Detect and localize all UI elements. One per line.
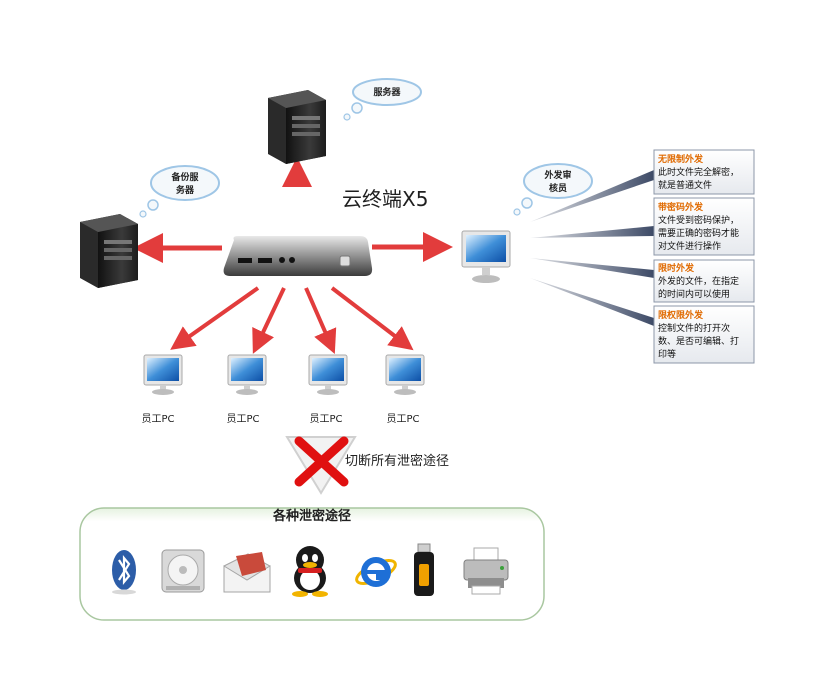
note-1-head: 无限制外发	[657, 153, 704, 165]
server-tower	[268, 90, 326, 164]
note-2-line-1: 文件受到密码保护，	[658, 214, 739, 226]
note-3: 限时外发 外发的文件，在指定 的时间内可以使用	[653, 259, 755, 303]
note-2: 带密码外发 文件受到密码保护， 需要正确的密码才能 对文件进行操作	[653, 197, 755, 256]
qq-icon	[292, 546, 328, 597]
audit-monitor	[461, 230, 511, 283]
pc-1-label: 员工PC	[141, 413, 174, 425]
note-beams	[530, 170, 654, 326]
note-4-head: 限权限外发	[658, 309, 704, 321]
device-title: 云终端X5	[342, 187, 428, 211]
panel-title: 各种泄密途径	[272, 508, 351, 524]
backup-label-line-1: 备份服	[170, 171, 199, 183]
usb-drive-icon	[414, 543, 434, 596]
arrow-to-pc-2	[252, 287, 286, 354]
email-icon	[223, 552, 271, 593]
leak-channels-panel: 各种泄密途径	[79, 507, 545, 621]
backup-label-line-2: 务器	[176, 184, 195, 196]
backup-server-tower	[80, 214, 138, 288]
note-3-line-1: 外发的文件，在指定	[658, 275, 739, 287]
bluetooth-icon	[112, 550, 136, 595]
note-1-line-1: 此时文件完全解密，	[658, 166, 739, 178]
printer-icon	[463, 547, 509, 595]
note-2-line-3: 对文件进行操作	[658, 240, 721, 252]
cut-off-indicator: 切断所有泄密途径	[285, 436, 449, 495]
pc-3-label: 员工PC	[309, 413, 342, 425]
connection-arrows	[133, 157, 453, 354]
server-label: 服务器	[373, 86, 401, 98]
backup-server-cloud: 备份服 务器	[139, 165, 220, 218]
pc-2-label: 员工PC	[226, 413, 259, 425]
note-2-line-2: 需要正确的密码才能	[658, 227, 739, 239]
cloud-terminal-device	[223, 236, 373, 276]
arrow-to-pc-3	[304, 287, 337, 354]
employee-pc-2	[227, 354, 267, 395]
note-3-head: 限时外发	[658, 262, 695, 274]
note-4-line-3: 印等	[658, 348, 676, 360]
internet-explorer-icon	[355, 557, 397, 587]
note-4: 限权限外发 控制文件的打开次 数、是否可编辑、打 印等	[653, 305, 755, 364]
red-cross-icon	[294, 436, 349, 487]
disc-drive-icon	[161, 549, 205, 593]
employee-pc-4	[385, 354, 425, 395]
note-1-line-2: 就是普通文件	[658, 179, 712, 191]
arrow-to-pc-1	[170, 286, 260, 350]
server-cloud: 服务器	[343, 78, 422, 121]
employee-pc-3	[308, 354, 348, 395]
cut-off-text: 切断所有泄密途径	[345, 453, 449, 469]
note-2-head: 带密码外发	[658, 201, 704, 213]
pc-4-label: 员工PC	[386, 413, 419, 425]
note-3-line-2: 的时间内可以使用	[658, 288, 730, 300]
arrow-to-pc-4	[330, 286, 414, 351]
audit-cloud: 外发审 核员	[513, 163, 593, 216]
note-4-line-2: 数、是否可编辑、打	[658, 335, 739, 347]
note-1: 无限制外发 此时文件完全解密， 就是普通文件	[653, 149, 755, 195]
audit-label-line-1: 外发审	[543, 169, 571, 181]
employee-pc-1	[143, 354, 183, 395]
audit-label-line-2: 核员	[549, 182, 567, 194]
note-4-line-1: 控制文件的打开次	[658, 322, 730, 334]
